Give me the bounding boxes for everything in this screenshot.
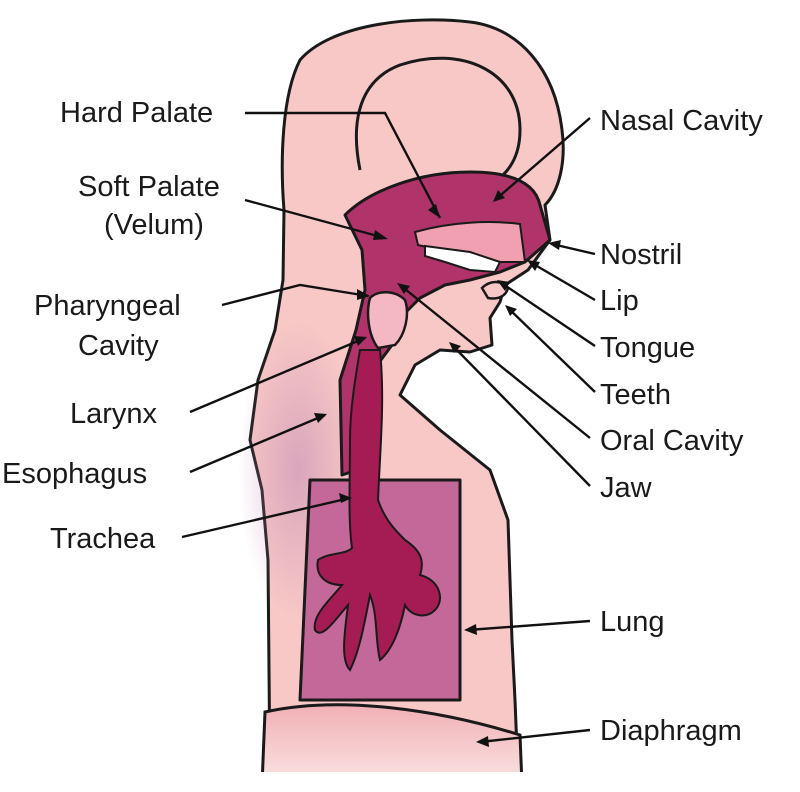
label-lip: Lip xyxy=(600,285,639,317)
leader-lung xyxy=(467,619,591,632)
arrowhead-jaw xyxy=(449,342,461,353)
label-teeth: Teeth xyxy=(600,379,671,411)
leader-soft-palate xyxy=(244,198,386,240)
arrowhead-larynx xyxy=(354,336,367,346)
label-soft-palate-line1: Soft Palate xyxy=(78,171,220,203)
arrowhead-nostril xyxy=(548,240,561,250)
label-tongue: Tongue xyxy=(600,332,695,364)
label-trachea: Trachea xyxy=(50,523,156,555)
leader-tongue xyxy=(499,281,596,347)
arrowhead-esophagus xyxy=(314,413,327,423)
label-jaw: Jaw xyxy=(600,472,653,504)
leader-teeth xyxy=(507,307,596,393)
label-esophagus: Esophagus xyxy=(2,458,147,490)
leader-pharyngeal xyxy=(221,283,369,307)
page-bottom-cover xyxy=(0,772,800,792)
arrowhead-oral-cavity xyxy=(397,283,410,294)
teeth-shape xyxy=(424,244,502,274)
diaphragm-shape xyxy=(260,703,524,787)
leader-nasal-cavity xyxy=(494,117,591,201)
arrowhead-nasal-cavity xyxy=(493,190,505,202)
label-lung: Lung xyxy=(600,606,665,638)
label-larynx: Larynx xyxy=(70,398,158,430)
arrowhead-trachea xyxy=(339,493,352,503)
leader-diaphragm xyxy=(479,728,591,744)
leader-jaw xyxy=(451,344,591,487)
label-nostril: Nostril xyxy=(600,239,682,271)
leader-larynx xyxy=(189,336,366,414)
leader-hard-palate xyxy=(245,111,442,219)
label-soft-palate-line2: (Velum) xyxy=(104,209,204,241)
leader-trachea xyxy=(181,496,351,539)
arrowhead-soft-palate xyxy=(373,230,388,240)
leader-esophagus xyxy=(189,413,326,474)
arrowhead-diaphragm xyxy=(476,736,489,747)
label-diaphragm: Diaphragm xyxy=(600,715,742,747)
label-pharyngeal-line1: Pharyngeal xyxy=(34,290,181,322)
label-hard-palate: Hard Palate xyxy=(60,97,213,129)
arrowhead-tongue xyxy=(497,280,510,291)
leader-oral-cavity xyxy=(399,284,591,439)
label-nasal-cavity: Nasal Cavity xyxy=(600,105,763,137)
ear-curve xyxy=(354,56,522,194)
label-oral-cavity: Oral Cavity xyxy=(600,425,744,457)
larynx-shape xyxy=(366,291,409,350)
label-pharyngeal-line2: Cavity xyxy=(78,330,159,362)
arrowhead-lung xyxy=(464,624,477,635)
arrowhead-hard-palate xyxy=(428,204,440,218)
leader-lip xyxy=(529,260,596,302)
arrowhead-lip xyxy=(527,260,540,271)
arrowhead-teeth xyxy=(505,305,517,316)
trachea-shape xyxy=(313,349,441,672)
arrowhead-pharyngeal xyxy=(357,289,370,300)
